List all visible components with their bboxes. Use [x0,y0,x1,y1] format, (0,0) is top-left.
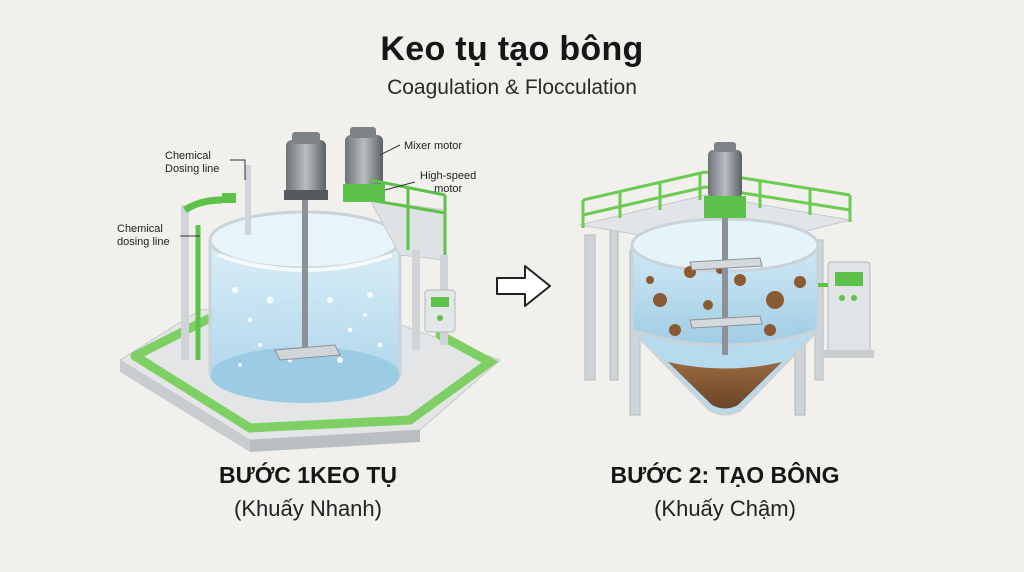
mixer-motor [284,132,328,200]
page-title: Keo tụ tạo bông [380,30,644,68]
step2-title: BƯỚC 2: TẠO BÔNG [610,462,840,488]
step2-subtitle: (Khuấy Chậm) [654,496,796,521]
tank-body [208,195,402,403]
page-subtitle: Coagulation & Flocculation [387,76,637,99]
callout-chemical-dosing-line-lower: Chemical dosing line [117,223,170,248]
callout-chemical-dosing-line-upper: Chemical Dosing line [165,150,220,175]
rapid-mix-tank [119,127,501,452]
callout-high-speed-motor: High-speed motor [420,170,477,195]
control-panel [424,289,456,333]
control-cabinet [824,261,874,358]
flocculation-tank [579,142,874,416]
step1-subtitle: (Khuấy Nhanh) [234,496,382,521]
step1-title: BƯỚC 1KEO TỤ [219,462,397,488]
process-arrow-icon [496,265,551,307]
high-speed-motor [343,127,385,202]
callout-lines [180,144,416,237]
slow-mixer-motor [704,142,746,218]
callout-mixer-motor: Mixer motor [404,140,463,152]
dosing-pipes [181,165,251,360]
